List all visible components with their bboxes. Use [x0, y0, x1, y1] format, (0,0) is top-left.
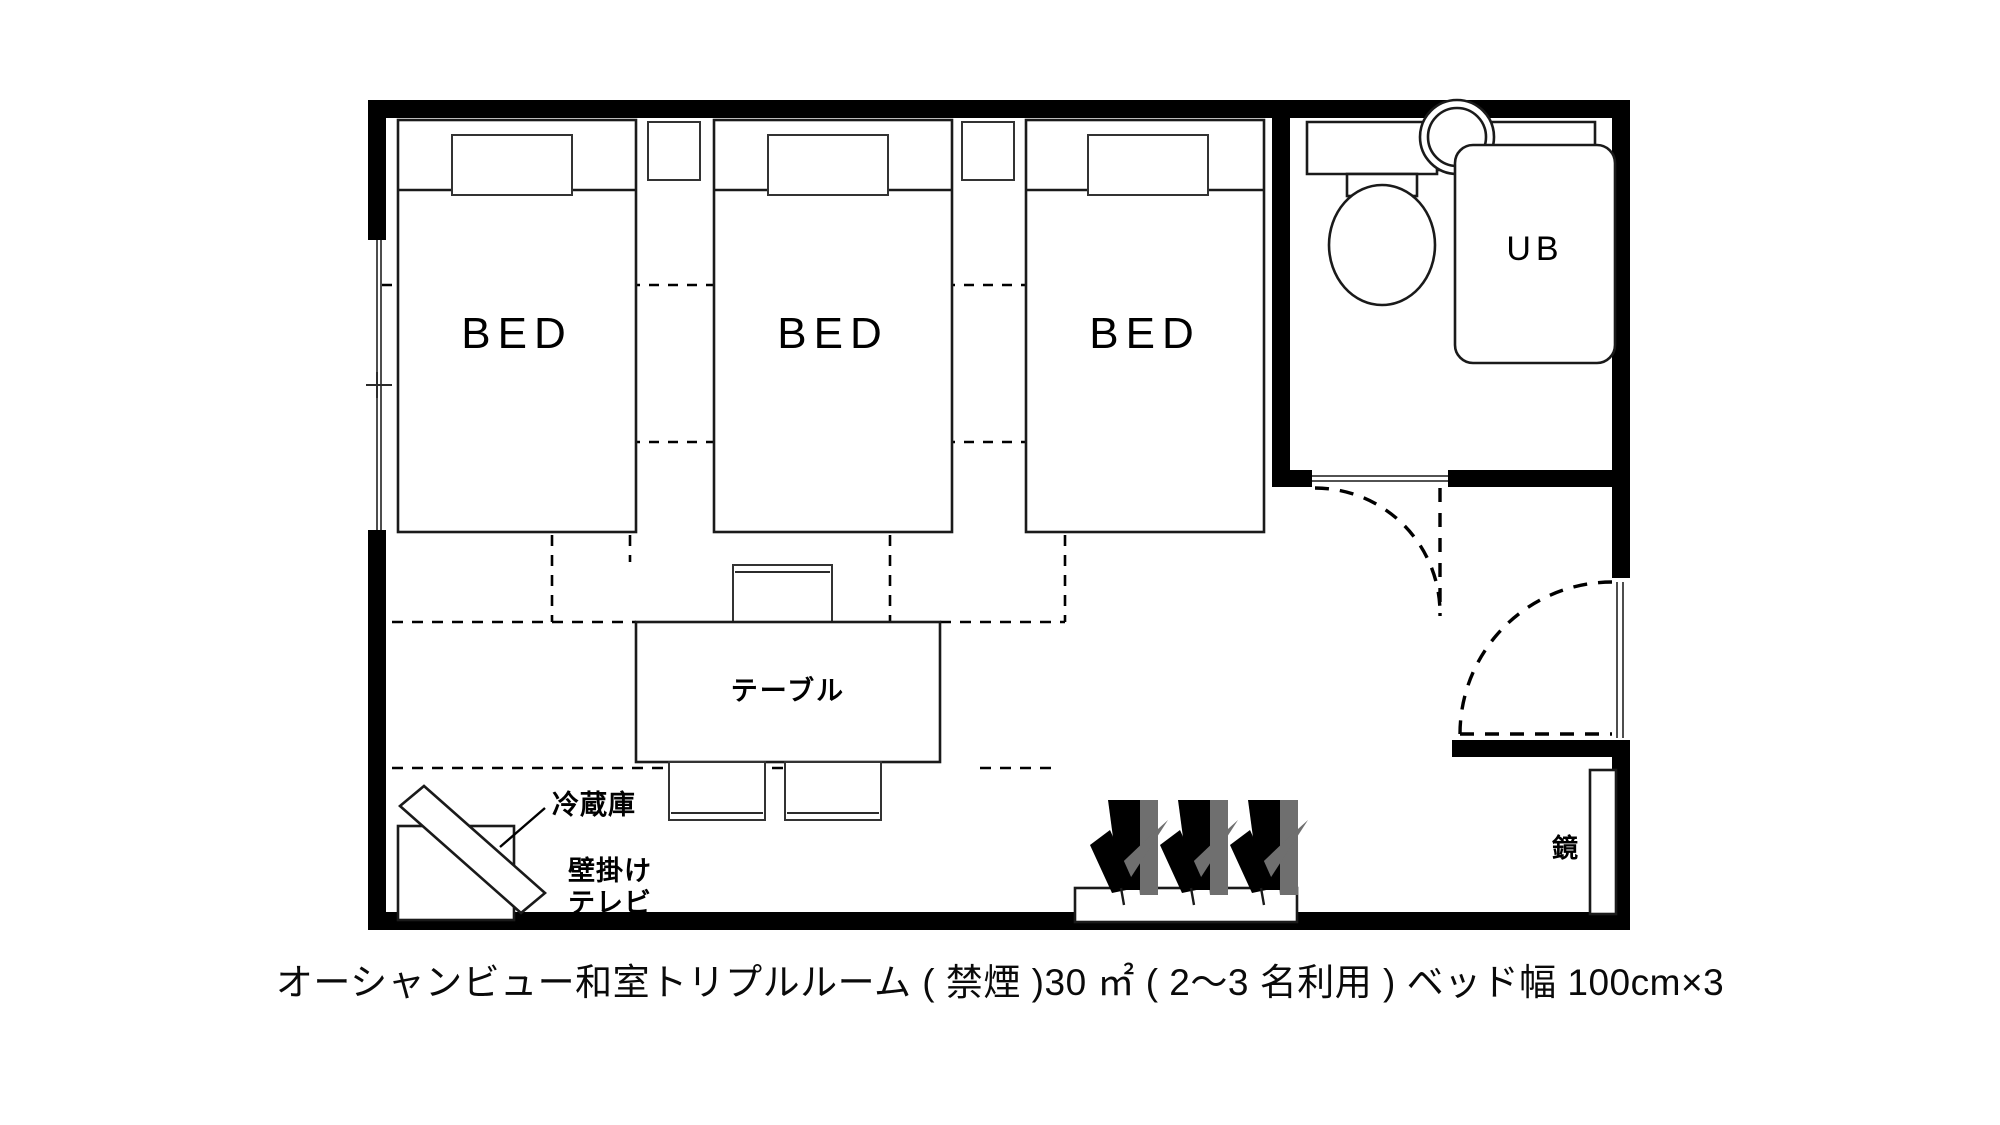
- bathroom-door-arc: [1314, 486, 1442, 614]
- plan-caption: オーシャンビュー和室トリプルルーム ( 禁煙 )30 ㎡ ( 2～3 名利用 )…: [275, 962, 1725, 1003]
- wall-left-upper: [368, 100, 386, 240]
- wall-top: [368, 100, 1630, 118]
- interior-walls: [1272, 100, 1630, 757]
- door-swings: [1314, 486, 1613, 736]
- unit-bath-label: UB: [1506, 230, 1563, 268]
- entrance-door-arc: [1458, 580, 1613, 735]
- slipper-1-strap: [1090, 830, 1136, 893]
- bed-2-pillow: [767, 134, 889, 196]
- wall-bath-bottom-left-stub: [1272, 470, 1312, 487]
- wall-entry-bottom: [1452, 740, 1630, 757]
- mirror: [1588, 768, 1618, 916]
- mirror-label: 鏡: [1552, 833, 1578, 863]
- toilet-bowl: [1327, 183, 1437, 307]
- wall-left-lower: [368, 530, 386, 930]
- bed-1: BED: [396, 118, 638, 534]
- unit-bath: [1453, 143, 1617, 365]
- nightstand-2: [961, 121, 1015, 181]
- wall-tv: [398, 784, 547, 915]
- table-group: テーブル: [634, 564, 942, 821]
- bed-3: BED: [1024, 118, 1266, 534]
- wall-right-upper: [1612, 100, 1630, 578]
- fridge-label: 冷蔵庫: [552, 790, 636, 820]
- bed-1-label: BED: [461, 309, 572, 358]
- bed-1-pillow: [451, 134, 573, 196]
- mirror-group: 鏡: [1552, 768, 1618, 916]
- slipper-1-stem: [1119, 887, 1126, 906]
- nightstand-1: [647, 121, 701, 181]
- tv-label-line2: テレビ: [568, 888, 652, 918]
- wall-bath-bottom-right: [1448, 470, 1630, 487]
- slipper-3-stem: [1259, 887, 1266, 906]
- bed-3-label: BED: [1089, 309, 1200, 358]
- chair-bottom-right: [784, 761, 882, 821]
- table-label: テーブル: [731, 675, 845, 706]
- chair-top: [732, 564, 833, 624]
- wall-partition-bath-vertical: [1272, 100, 1290, 478]
- tv-label-line1: 壁掛け: [568, 856, 652, 886]
- slipper-2-strap: [1160, 830, 1206, 893]
- fridge-leader-line: [499, 807, 546, 848]
- chair-bottom-left: [668, 761, 766, 821]
- fridge-tv-group: 冷蔵庫 壁掛け テレビ: [396, 784, 652, 922]
- bed-2: BED: [712, 118, 954, 534]
- bathroom: UB: [1305, 98, 1617, 365]
- bed-2-label: BED: [777, 309, 888, 358]
- slippers-group: [1073, 800, 1308, 924]
- slipper-3-strap: [1230, 830, 1276, 893]
- wall-bottom: [368, 912, 1630, 930]
- slipper-2-stem: [1189, 887, 1196, 906]
- bed-3-pillow: [1087, 134, 1209, 196]
